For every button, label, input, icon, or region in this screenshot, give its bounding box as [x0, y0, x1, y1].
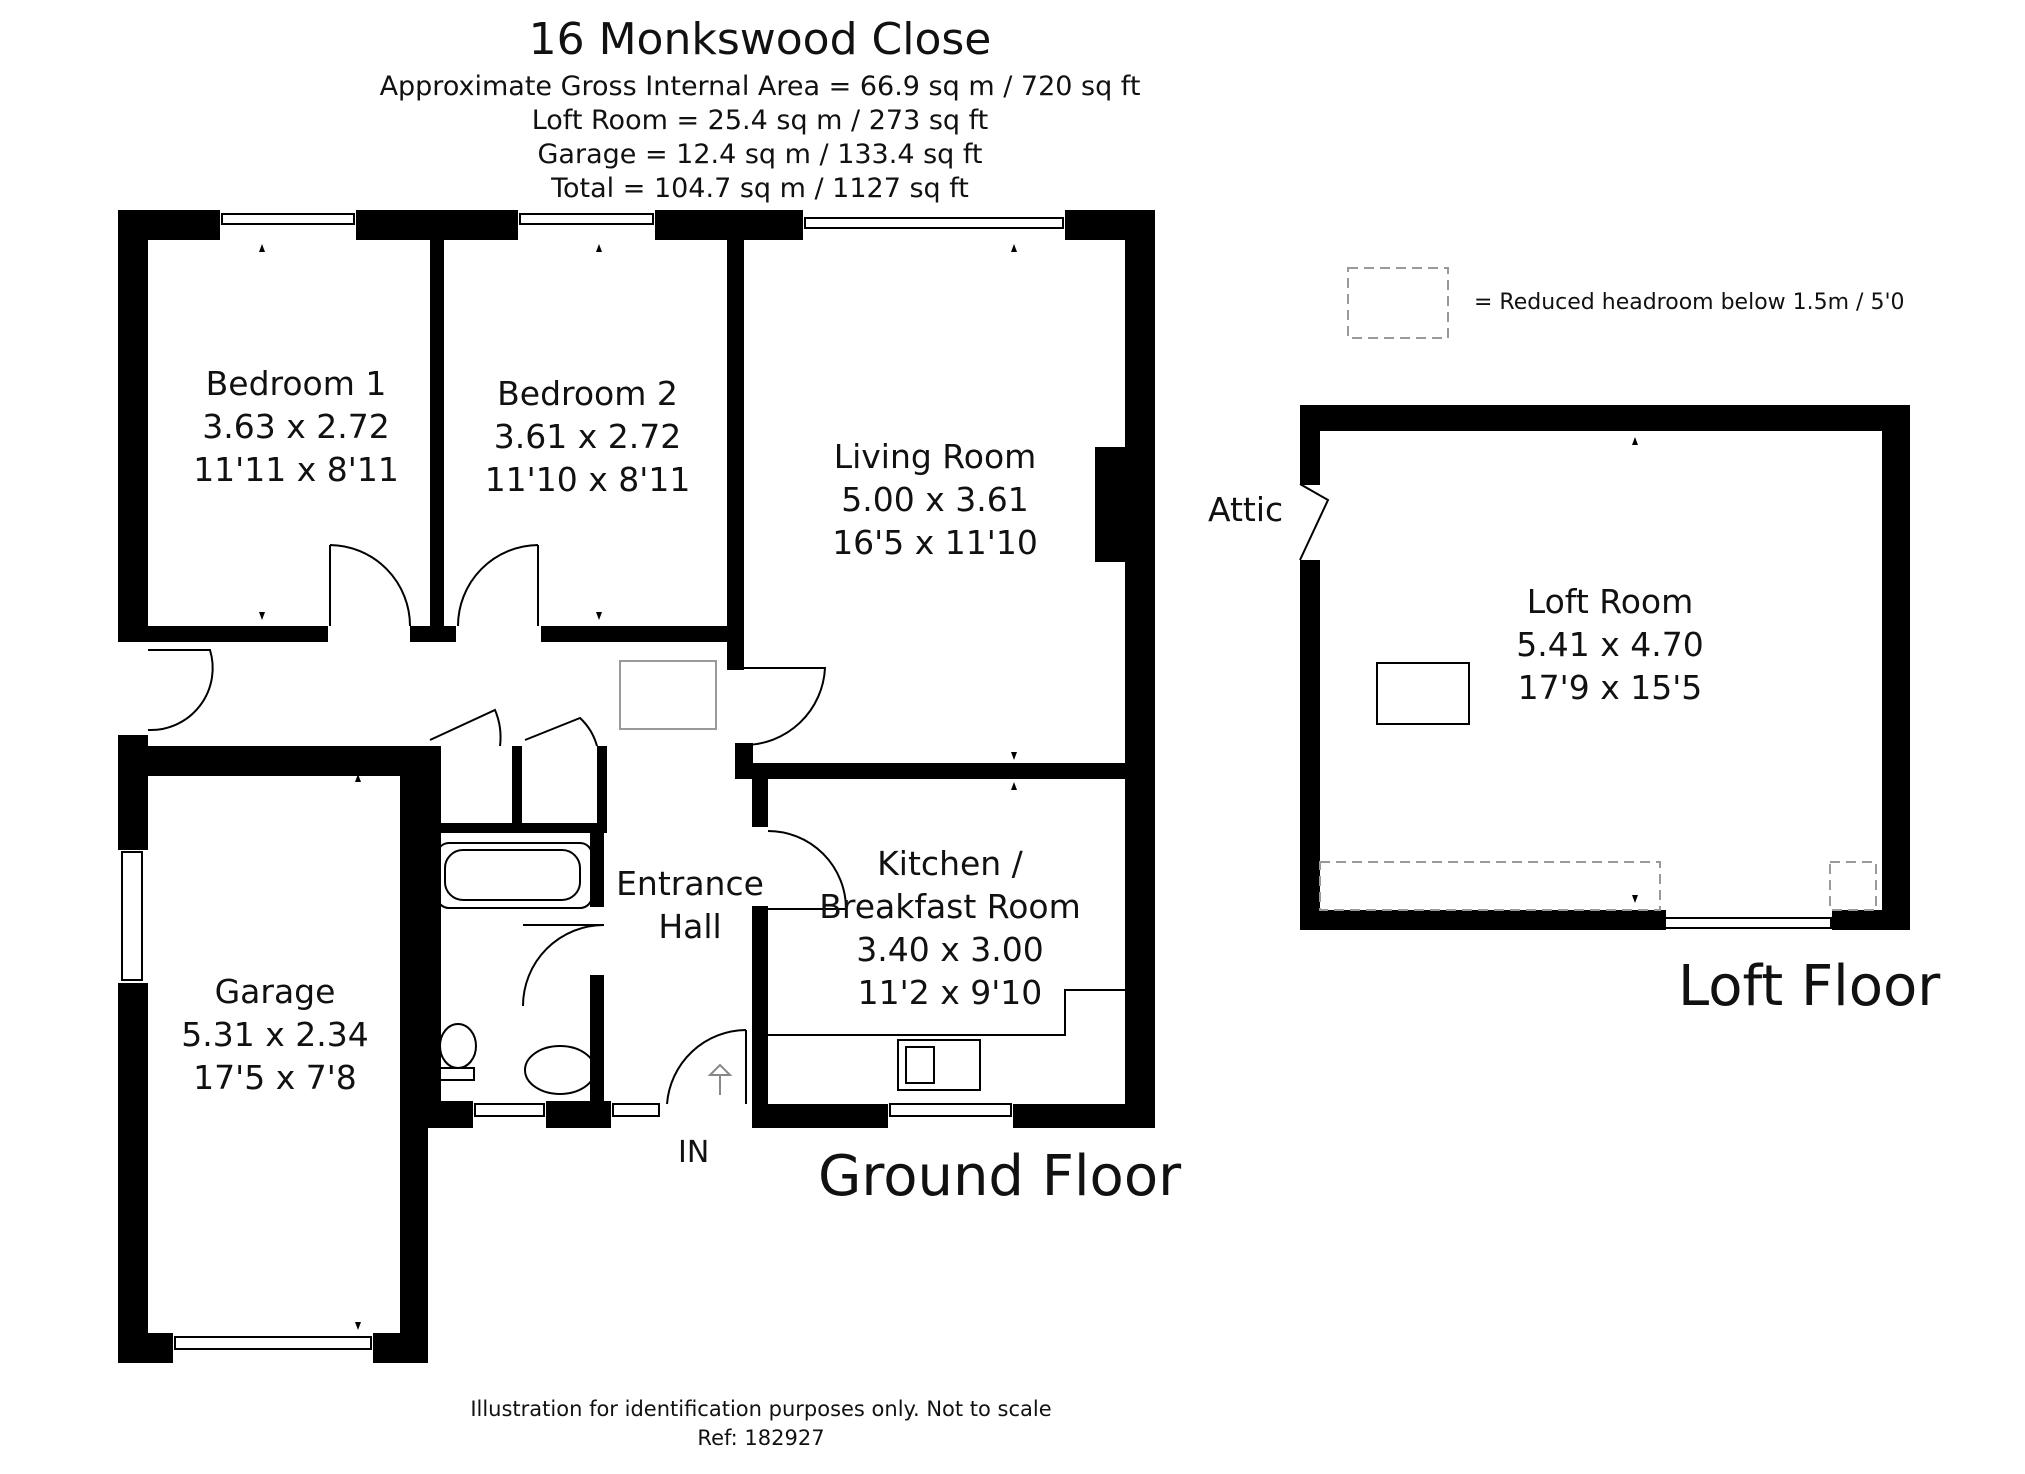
ground-floor-walls [118, 210, 1155, 1363]
garage-metric: 5.31 x 2.34 [181, 1015, 369, 1054]
living-room-imperial: 16'5 x 11'10 [832, 523, 1038, 562]
attic-label: Attic [1208, 490, 1284, 529]
door-swings [147, 483, 1330, 1105]
living-room-label: Living Room 5.00 x 3.61 16'5 x 11'10 [780, 435, 1090, 564]
garage-name: Garage [214, 972, 336, 1011]
loft-area-line: Loft Room = 25.4 sq m / 273 sq ft [531, 105, 989, 136]
legend-text: = Reduced headroom below 1.5m / 5'0 [1474, 290, 1905, 315]
reduced-headroom-areas [1319, 267, 1877, 911]
loft-hatch [1376, 662, 1470, 725]
bedroom2-imperial: 11'10 x 8'11 [484, 460, 691, 499]
garage-area-line: Garage = 12.4 sq m / 133.4 sq ft [537, 139, 983, 170]
bedroom1-imperial: 11'11 x 8'11 [193, 450, 399, 489]
bedroom1-name: Bedroom 1 [205, 364, 387, 403]
bedroom1-metric: 3.63 x 2.72 [202, 407, 390, 446]
property-address: 16 Monkswood Close [528, 14, 992, 65]
kitchen-label: Kitchen / Breakfast Room 3.40 x 3.00 11'… [800, 842, 1100, 1014]
loft-room-imperial: 17'9 x 15'5 [1517, 668, 1703, 707]
kitchen-name-line2: Breakfast Room [819, 887, 1081, 926]
living-room-metric: 5.00 x 3.61 [841, 480, 1029, 519]
disclaimer-text: Illustration for identification purposes… [470, 1397, 1052, 1421]
bedroom2-name: Bedroom 2 [497, 374, 678, 413]
living-room-name: Living Room [833, 437, 1037, 476]
bedroom2-metric: 3.61 x 2.72 [493, 417, 682, 456]
bedroom2-label: Bedroom 2 3.61 x 2.72 11'10 x 8'11 [455, 372, 720, 501]
windows [121, 213, 1832, 1350]
plan-footer: Illustration for identification purposes… [0, 1395, 1522, 1453]
fixtures [436, 660, 1125, 1095]
loft-room-label: Loft Room 5.41 x 4.70 17'9 x 15'5 [1470, 580, 1750, 709]
entrance-hall-line2: Hall [658, 907, 722, 946]
loft-floor-walls [1300, 405, 1910, 930]
total-area-line: Total = 104.7 sq m / 1127 sq ft [551, 173, 969, 204]
entrance-hall-line1: Entrance [616, 864, 764, 903]
reference-text: Ref: 182927 [697, 1426, 825, 1450]
cupboard-marker [619, 660, 717, 730]
loft-floor-title: Loft Floor [1678, 954, 1941, 1019]
measurement-ticks [259, 244, 1638, 1330]
garage-label: Garage 5.31 x 2.34 17'5 x 7'8 [160, 970, 390, 1099]
entrance-hall-label: Entrance Hall [605, 862, 775, 948]
ground-floor-title: Ground Floor [818, 1144, 1182, 1209]
entry-label: IN [678, 1135, 710, 1170]
kitchen-name-line1: Kitchen / [877, 844, 1023, 883]
gross-area-line: Approximate Gross Internal Area = 66.9 s… [379, 71, 1141, 102]
kitchen-metric: 3.40 x 3.00 [856, 930, 1044, 969]
bedroom1-label: Bedroom 1 3.63 x 2.72 11'11 x 8'11 [168, 362, 424, 491]
loft-room-name: Loft Room [1526, 582, 1694, 621]
loft-room-metric: 5.41 x 4.70 [1516, 625, 1704, 664]
plan-header: 16 Monkswood Close Approximate Gross Int… [0, 10, 1520, 206]
garage-imperial: 17'5 x 7'8 [193, 1058, 357, 1097]
kitchen-imperial: 11'2 x 9'10 [857, 973, 1043, 1012]
